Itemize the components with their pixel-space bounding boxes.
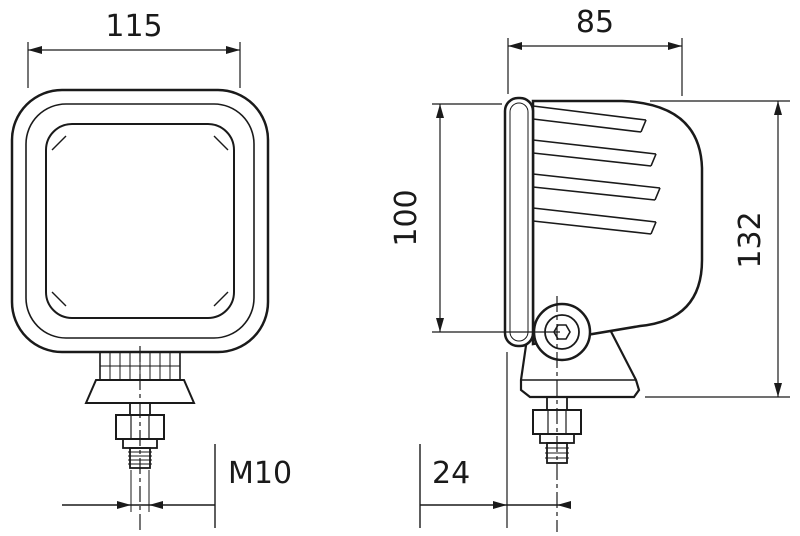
- dimension-overall-height: 132: [645, 100, 790, 398]
- lens-side-inner: [509, 102, 529, 342]
- lens-corner-mark: [213, 291, 229, 307]
- side-view: [503, 96, 704, 532]
- lens-corner-mark: [213, 135, 229, 151]
- dim-label-mount-offset: 24: [432, 456, 470, 491]
- arrowhead: [774, 101, 782, 115]
- arrowhead: [508, 42, 522, 50]
- dimension-thread: M10: [62, 444, 292, 528]
- dimension-mount-offset: 24: [419, 352, 571, 528]
- lamp-body-outline: [10, 88, 270, 354]
- dimension-lens-height: 100: [389, 103, 560, 333]
- lens-side-outline: [503, 96, 535, 348]
- fin-end: [650, 221, 657, 235]
- arrowhead: [774, 383, 782, 397]
- dimension-front-width: 115: [27, 9, 241, 88]
- bracket-foot-front: [84, 379, 196, 404]
- fin-line: [532, 118, 642, 133]
- lens-corner-marks: [51, 135, 229, 307]
- fin-end: [654, 187, 661, 201]
- lens-corner-mark: [51, 291, 67, 307]
- fin-line: [532, 173, 661, 189]
- fin-end: [640, 119, 647, 133]
- pivot-knob: [532, 302, 592, 362]
- dim-label-thread: M10: [228, 456, 292, 491]
- dim-label-overall-height: 132: [733, 211, 768, 268]
- cooling-fins: [532, 105, 661, 235]
- fin-end: [650, 153, 657, 167]
- arrowhead: [28, 46, 42, 54]
- front-view: [10, 88, 270, 532]
- lens-outline: [45, 123, 235, 319]
- arrowhead: [493, 501, 507, 509]
- arrowhead: [436, 104, 444, 118]
- lamp-bezel-outline: [25, 103, 255, 339]
- arrowhead: [557, 501, 571, 509]
- dim-label-side-depth: 85: [576, 5, 614, 40]
- lens-corner-mark: [51, 135, 67, 151]
- housing-side-outline: [531, 99, 704, 346]
- fin-line: [532, 220, 652, 235]
- fin-line: [532, 207, 657, 223]
- arrowhead: [226, 46, 240, 54]
- arrowhead: [668, 42, 682, 50]
- fin-line: [532, 152, 652, 167]
- arrowhead: [117, 501, 131, 509]
- arrowhead: [149, 501, 163, 509]
- fin-line: [532, 186, 656, 201]
- dim-label-front-width: 115: [105, 9, 162, 44]
- fin-line: [532, 105, 647, 121]
- dim-label-lens-height: 100: [389, 189, 424, 246]
- fin-line: [532, 139, 657, 155]
- mount-neck: [99, 351, 181, 381]
- dimension-side-depth: 85: [507, 5, 683, 96]
- arrowhead: [436, 318, 444, 332]
